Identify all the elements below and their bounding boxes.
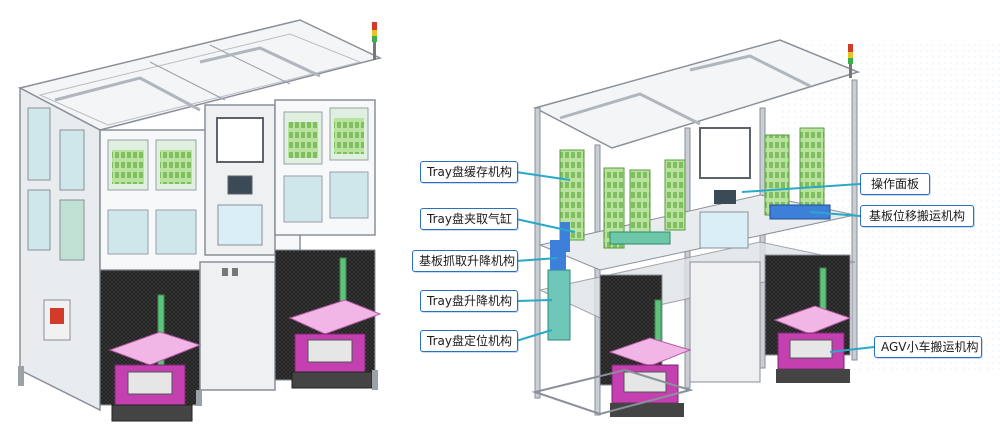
callout-substrate-lift: 基板抓取升降机构	[412, 250, 518, 272]
signal-light-green	[372, 36, 377, 42]
callout-agv-transport: AGV小车搬运机构	[874, 336, 982, 358]
monitor-left	[216, 117, 264, 163]
callout-tray-positioning: Tray盘定位机构	[420, 330, 518, 352]
agv-tray-left	[108, 331, 202, 366]
leader-lines	[515, 171, 875, 353]
callout-substrate-transfer: 基板位移搬运机构	[860, 205, 974, 227]
callout-tray-buffer: Tray盘缓存机构	[420, 161, 518, 183]
agv-tray-left-2	[288, 299, 382, 335]
left-machine	[17, 19, 383, 422]
signal-light-red	[372, 22, 377, 30]
callout-tray-clamp-cylinder: Tray盘夹取气缸	[420, 208, 518, 230]
callout-tray-lift: Tray盘升降机构	[420, 290, 518, 312]
callout-operation-panel: 操作面板	[860, 173, 930, 195]
right-machine	[531, 39, 861, 417]
signal-light-yellow	[372, 30, 377, 36]
